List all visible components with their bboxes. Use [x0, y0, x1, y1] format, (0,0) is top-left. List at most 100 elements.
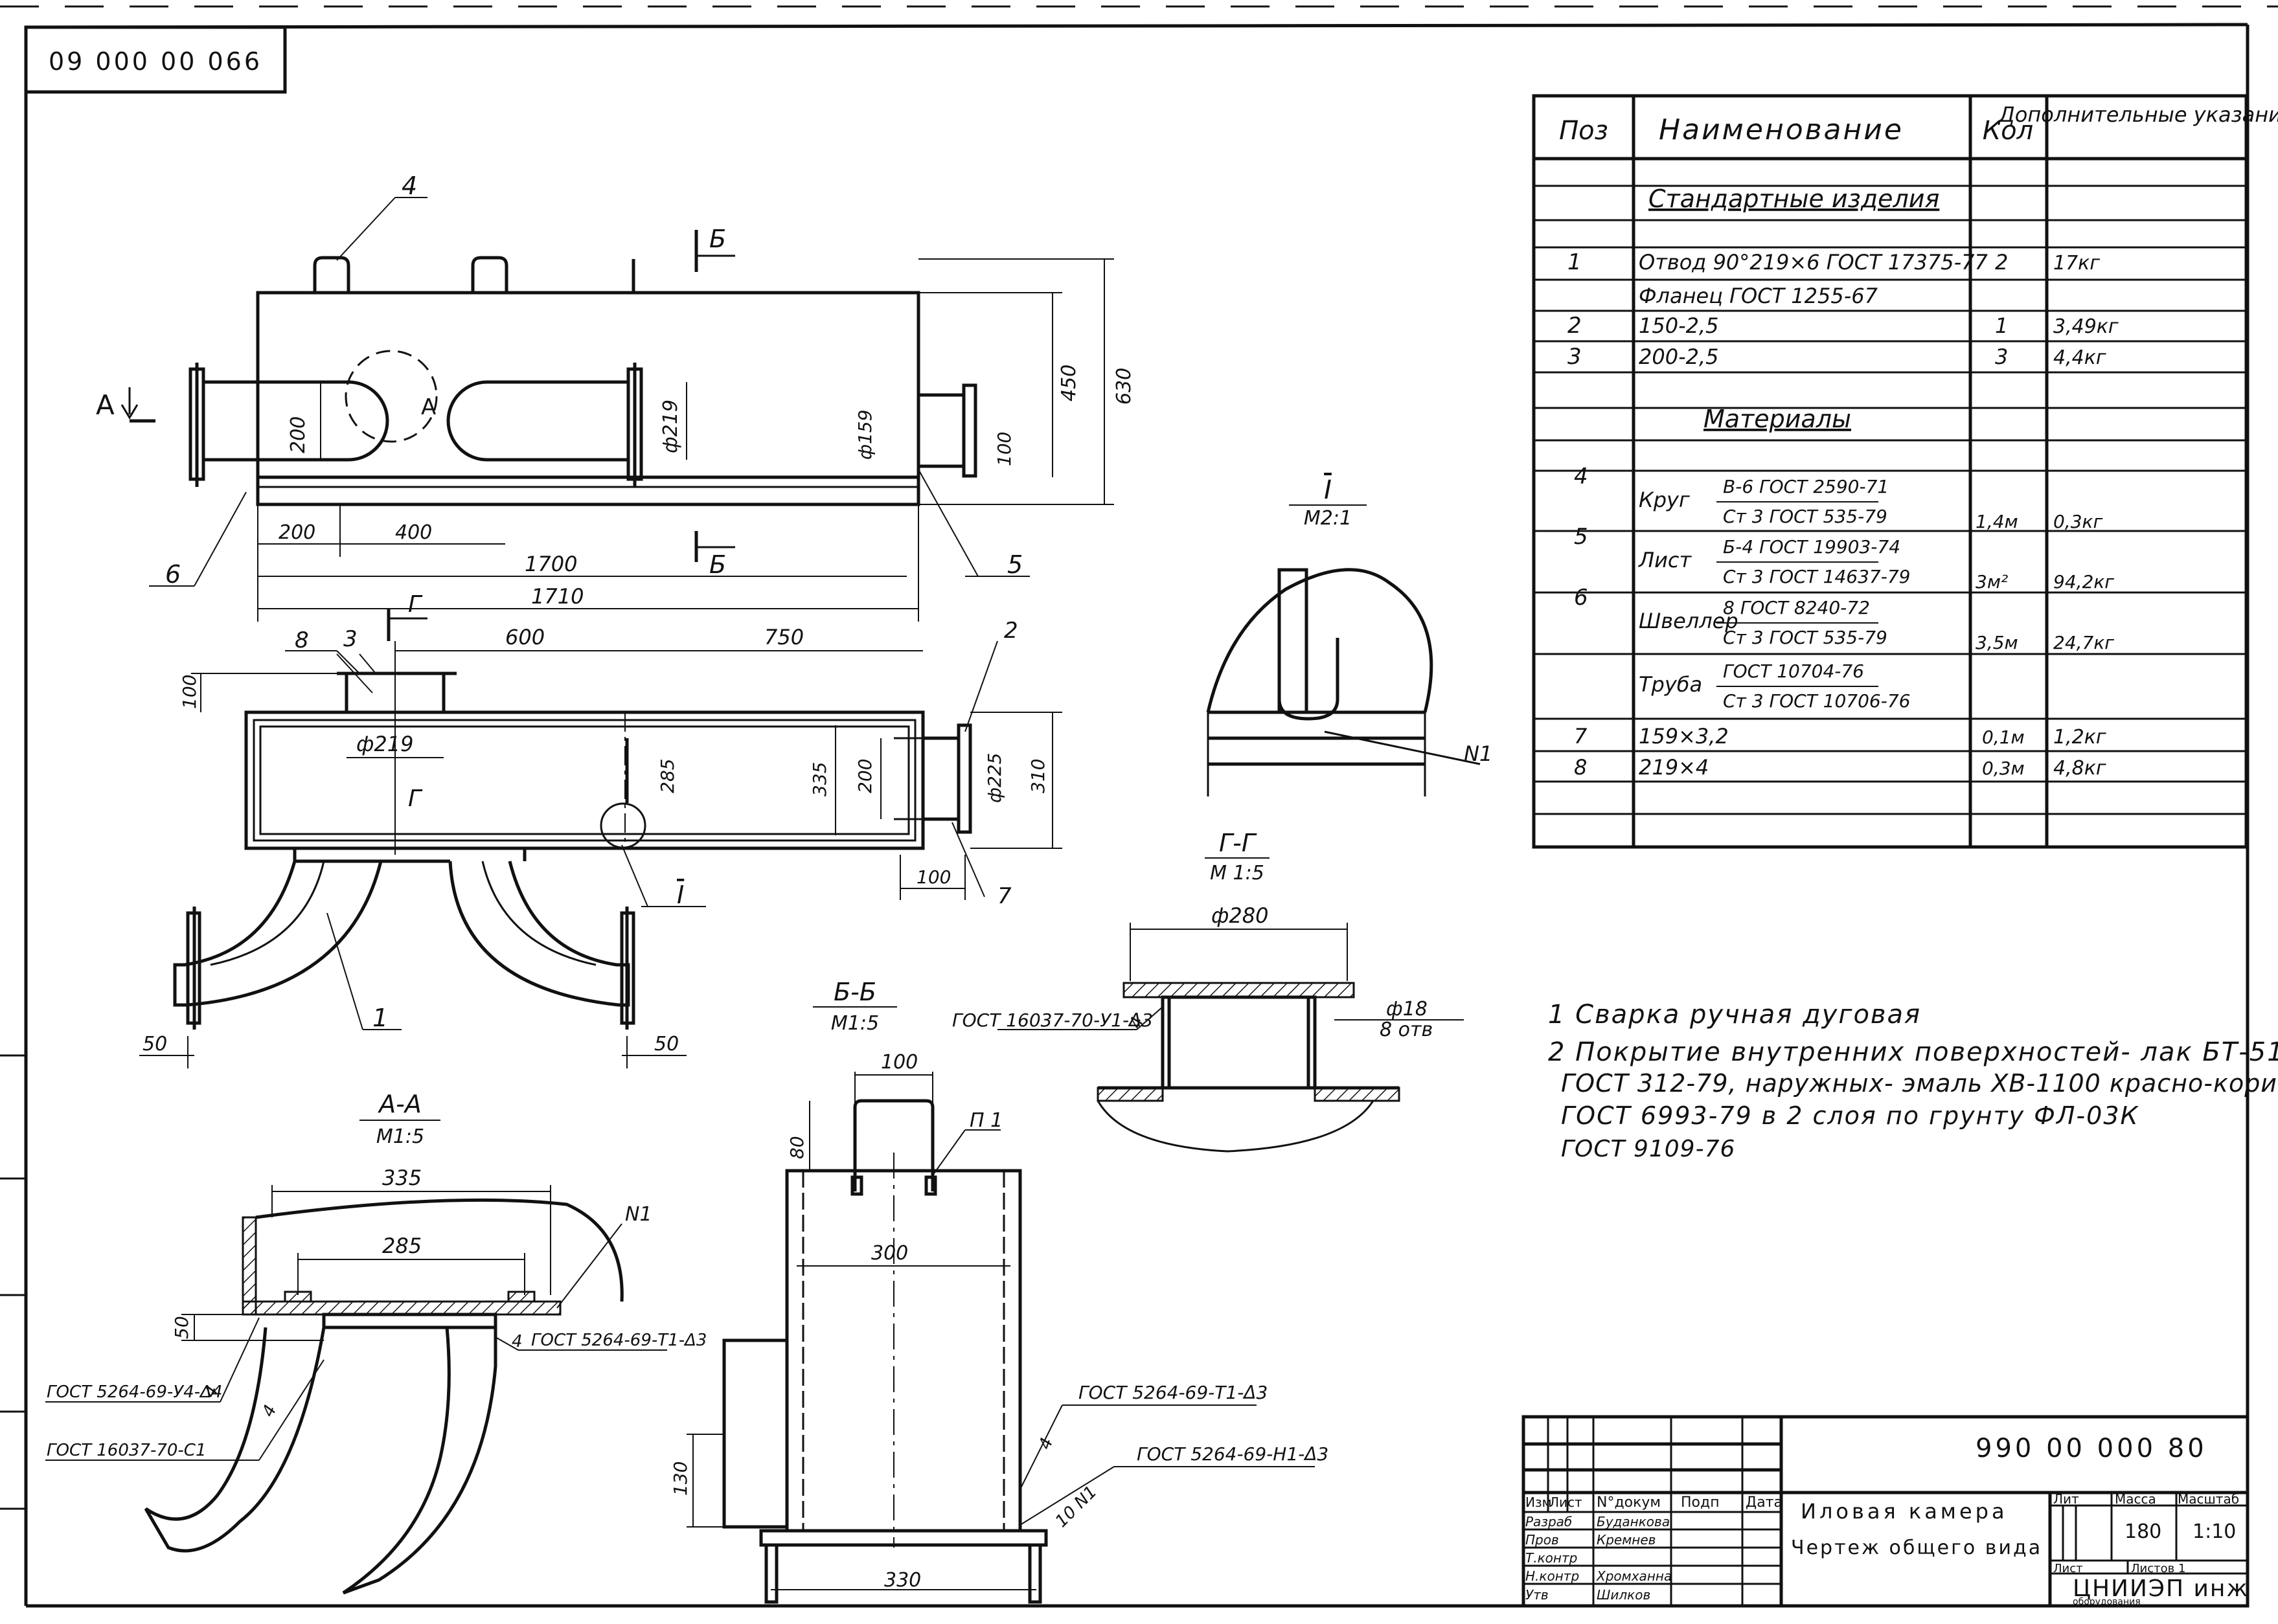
header-pos: Поз [1559, 116, 1608, 146]
aa-scale: М1:5 [376, 1125, 424, 1148]
gg-scale: М 1:5 [1210, 862, 1264, 885]
bb-dim-100: 100 [881, 1051, 918, 1074]
callout-5: 5 [1007, 550, 1023, 579]
dim-400: 400 [395, 521, 432, 544]
dim-630: 630 [1113, 368, 1135, 405]
section-GG: Г-Г М 1:5 ф280 ф18 8 отв ГОСТ 16037-70-У… [952, 829, 1464, 1153]
tb-person: Буданкова [1597, 1514, 1670, 1529]
tb-scale-label: Масштаб [2178, 1491, 2239, 1507]
bb-title: Б-Б [834, 978, 876, 1006]
spec-note: 3,49кг [2053, 315, 2119, 338]
pipe-name: 219×4 [1639, 755, 1709, 780]
callout-8: 8 [295, 627, 309, 653]
pipe-name: 159×3,2 [1639, 724, 1729, 749]
dim-285: 285 [657, 759, 678, 793]
tb-col-izm: Изм [1525, 1494, 1552, 1510]
tb-person: Шилков [1597, 1587, 1650, 1603]
spec-note: 17кг [2053, 252, 2100, 275]
spec-pos: 3 [1567, 344, 1582, 370]
mat-note: 24,7кг [2053, 632, 2114, 653]
dim-1700: 1700 [525, 552, 577, 576]
aa-weld-c: ГОСТ 16037-70-С1 [47, 1441, 207, 1460]
dim-450: 450 [1058, 365, 1080, 401]
header-notes-text: Дополнительные указания [1998, 102, 2278, 127]
mat-den: Ст 3 ГОСТ 535-79 [1723, 627, 1887, 648]
mat-qty: 3,5м [1976, 632, 2018, 653]
spec-name: Отвод 90°219×6 ГОСТ 17375-77 [1639, 250, 1988, 275]
aa-weld-size-2: 4 [258, 1402, 280, 1420]
spec-qty: 2 [1995, 250, 2008, 275]
dim-50-left: 50 [142, 1033, 167, 1055]
cut-g-top: Г [408, 591, 423, 618]
section-standard: Стандартные изделия [1648, 185, 1939, 213]
detail-I-leader: N1 [1464, 741, 1492, 766]
dim-50-right: 50 [654, 1033, 679, 1055]
tb-col-doc: N°докум [1597, 1494, 1661, 1511]
detail-I-title: I [1324, 475, 1332, 505]
spec-table: Поз Наименование Кол Дополнительные указ… [1532, 94, 2278, 849]
gg-hole-a: ф18 [1386, 998, 1428, 1021]
header-notes: Дополнительные указания [1998, 102, 2278, 127]
dim-200-plan: 200 [854, 759, 876, 793]
mat-num: В-6 ГОСТ 2590-71 [1723, 476, 1889, 497]
cut-g-bottom: Г [408, 785, 423, 812]
callout-4: 4 [402, 172, 417, 200]
tb-person: Хромханна [1596, 1568, 1672, 1584]
cut-a-label: А [96, 389, 115, 421]
tb-person: Кремнев [1597, 1532, 1656, 1548]
cut-b-bottom: Б [709, 550, 726, 579]
dim-100-h-plan: 100 [917, 866, 951, 888]
spec-name: 200-2,5 [1639, 344, 1719, 369]
spec-pos: 1 [1567, 249, 1582, 275]
aa-dim-285: 285 [382, 1234, 422, 1258]
aa-weld-a: ГОСТ 5264-69-Т1-Δ3 [531, 1331, 707, 1350]
mat-den: Ст 3 ГОСТ 10706-76 [1723, 690, 1910, 712]
dim-219: ф219 [659, 400, 682, 453]
top-doc-number: 09 000 00 066 [24, 25, 287, 94]
front-view: А А Б Б 200 ф219 ф159 100 450 630 200 40… [96, 172, 1135, 622]
section-materials: Материалы [1703, 405, 1851, 433]
pipe-note: 1,2кг [2053, 726, 2106, 749]
aa-leader-n1: N1 [625, 1203, 652, 1226]
mat-num: ГОСТ 10704-76 [1723, 660, 1864, 682]
bb-dim-300: 300 [871, 1242, 908, 1265]
spec-qty: 3 [1995, 344, 2008, 369]
mat-note: 94,2кг [2053, 571, 2114, 592]
cut-b-top: Б [709, 225, 726, 253]
pipe-pos: 7 [1574, 724, 1588, 749]
note-3: ГОСТ 312-79, наружных- эмаль ХВ-1100 кра… [1561, 1069, 2278, 1098]
section-AA: А-А М1:5 335 285 50 N1 ГОСТ 5264-69-Т1-Δ… [45, 1090, 707, 1595]
bb-weld-b: ГОСТ 5264-69-Н1-Δ3 [1137, 1443, 1328, 1465]
notes-block: 1 Сварка ручная дуговая 2 Покрытие внутр… [1548, 1000, 2278, 1162]
top-doc-number-text: 09 000 00 066 [49, 47, 262, 76]
gg-weld: ГОСТ 16037-70-У1-Δ3 [952, 1009, 1153, 1031]
aa-dim-335: 335 [382, 1166, 422, 1190]
mat-name: Труба [1639, 672, 1702, 697]
dim-335: 335 [809, 762, 830, 796]
tb-col-list: Лист [1549, 1494, 1582, 1510]
mat-name: Круг [1639, 488, 1690, 512]
bb-label-p1: П 1 [970, 1109, 1003, 1132]
tb-doc-number: 990 00 000 80 [1976, 1434, 2207, 1463]
mat-pos: 5 [1574, 524, 1588, 550]
note-4: ГОСТ 6993-79 в 2 слоя по грунту ФЛ-03К [1561, 1101, 2139, 1130]
dim-100-v-plan: 100 [179, 675, 200, 709]
pipe-qty: 0,3м [1982, 758, 2025, 779]
mat-den: Ст 3 ГОСТ 14637-79 [1723, 566, 1910, 587]
tb-role: Разраб [1525, 1514, 1572, 1529]
mat-num: 8 ГОСТ 8240-72 [1723, 597, 1870, 618]
gg-hole-b: 8 отв [1380, 1019, 1433, 1041]
aa-weld-size-3: 4 [512, 1332, 523, 1351]
dim-219-plan: ф219 [356, 732, 413, 756]
dim-200-h: 200 [279, 521, 315, 544]
dim-159: ф159 [854, 410, 876, 460]
aa-weld-b: ГОСТ 5264-69-У4-Δ4 [47, 1382, 222, 1402]
note-1: 1 Сварка ручная дуговая [1548, 1000, 1921, 1030]
header-qty: Кол [1983, 116, 2033, 146]
tb-mass: 180 [2124, 1520, 2161, 1543]
note-2: 2 Покрытие внутренних поверхностей- лак … [1548, 1037, 2278, 1067]
mat-qty: 1,4м [1976, 511, 2018, 532]
